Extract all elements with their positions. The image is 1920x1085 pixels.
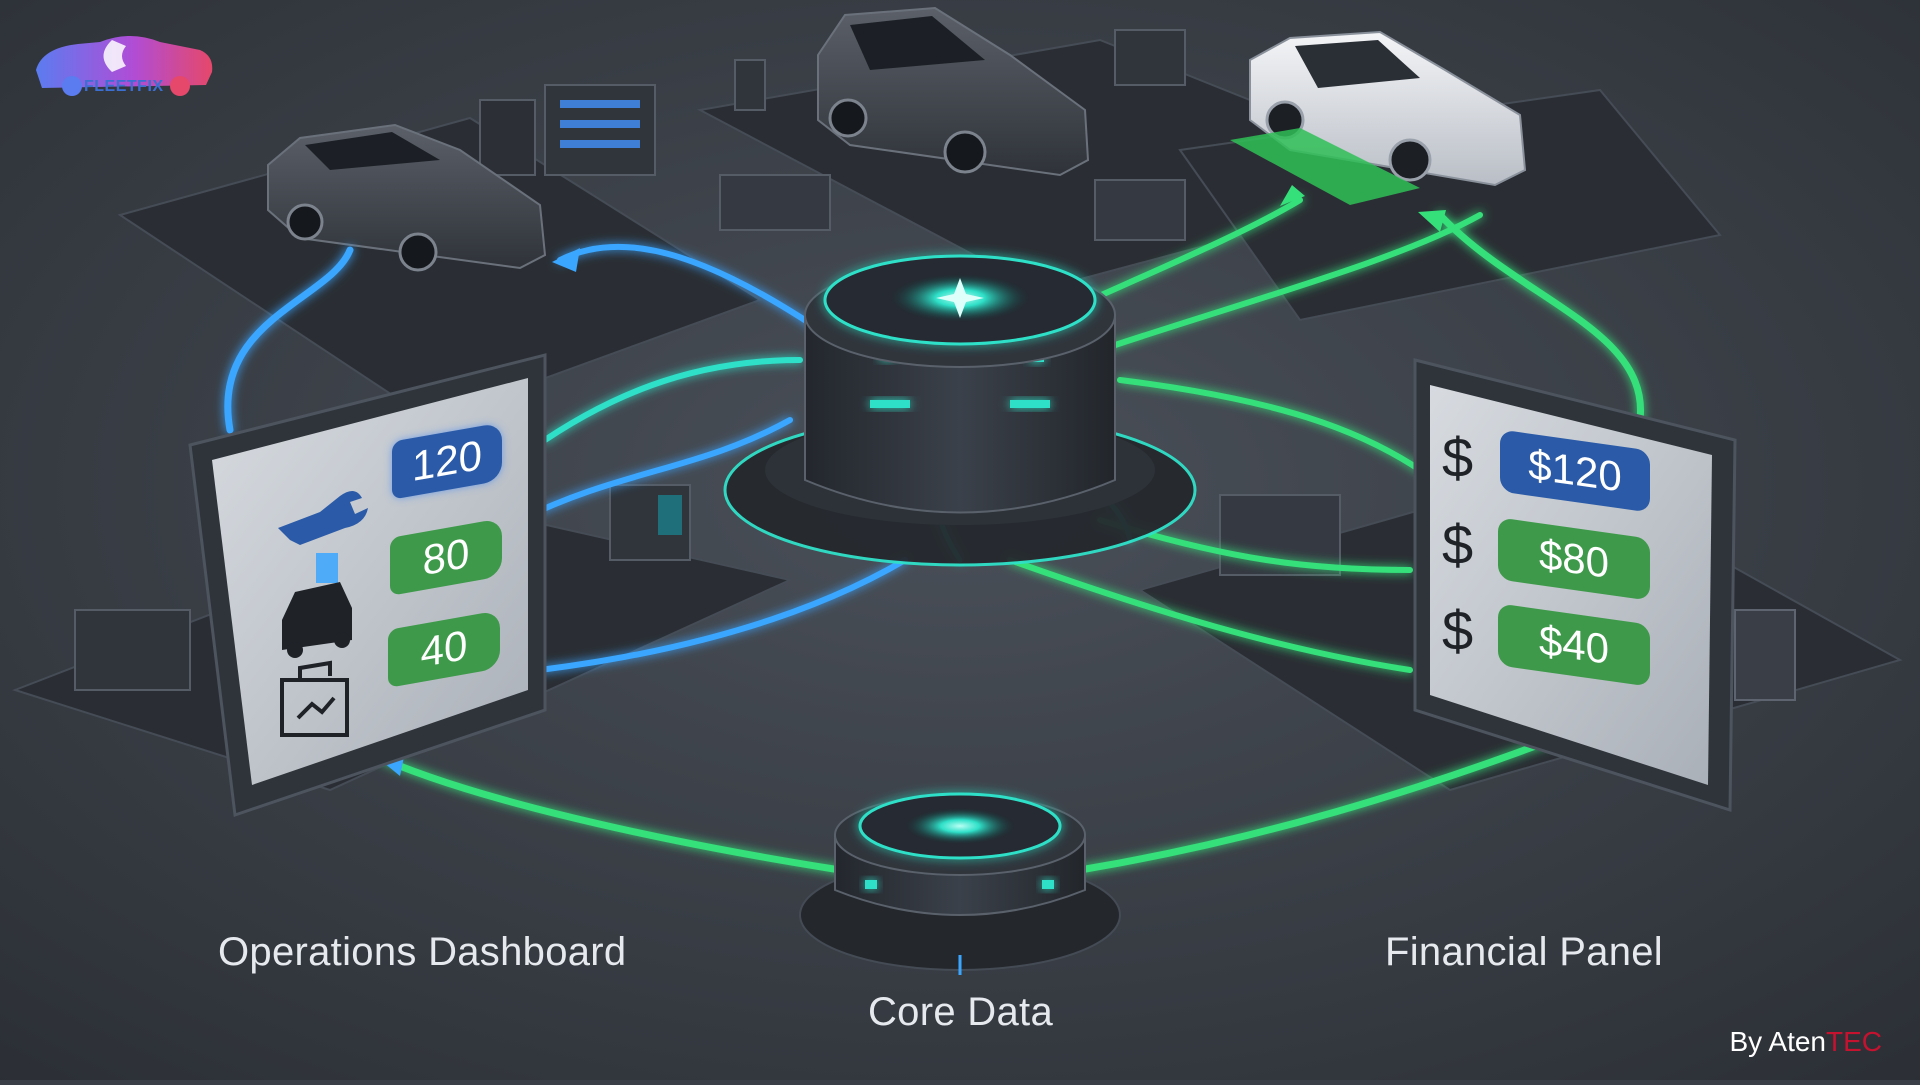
- flow-line-bottom-right: [1076, 731, 1569, 874]
- flow-line-dashboard-top: [224, 246, 354, 434]
- logo-text: FLEETFIX: [84, 78, 164, 95]
- credit-accent: TEC: [1826, 1026, 1882, 1057]
- car-dark-left: [267, 123, 547, 272]
- car-dark-center: [817, 6, 1090, 177]
- wrench-icon: [278, 490, 368, 545]
- star-icon: [936, 278, 984, 318]
- server-racks: [74, 29, 1796, 701]
- financial-panel-label: Financial Panel: [1385, 930, 1663, 974]
- data-flow-lines: [224, 197, 1644, 874]
- flow-line-bottom-left: [381, 756, 844, 874]
- credit-prefix: By Aten: [1729, 1026, 1826, 1057]
- core-data-hub: [799, 792, 1121, 975]
- core-data-label: Core Data: [868, 990, 1054, 1034]
- flow-line-to-white-car: [1087, 197, 1303, 303]
- arrowhead-icon: [1280, 185, 1305, 206]
- arrowhead-icon: [552, 248, 580, 272]
- wrench-logo-icon: [103, 40, 126, 72]
- credit-text: By AtenTEC: [1729, 1026, 1882, 1058]
- car-white-right: [1230, 30, 1527, 205]
- central-data-hub: [723, 254, 1197, 567]
- flow-line-left-to-car: [557, 243, 823, 333]
- operations-dashboard-label: Operations Dashboard: [218, 930, 627, 974]
- fleetfix-logo: [36, 36, 213, 96]
- briefcase-icon: [280, 660, 349, 737]
- car-icon: [282, 553, 352, 658]
- arrowhead-icon: [1418, 210, 1446, 232]
